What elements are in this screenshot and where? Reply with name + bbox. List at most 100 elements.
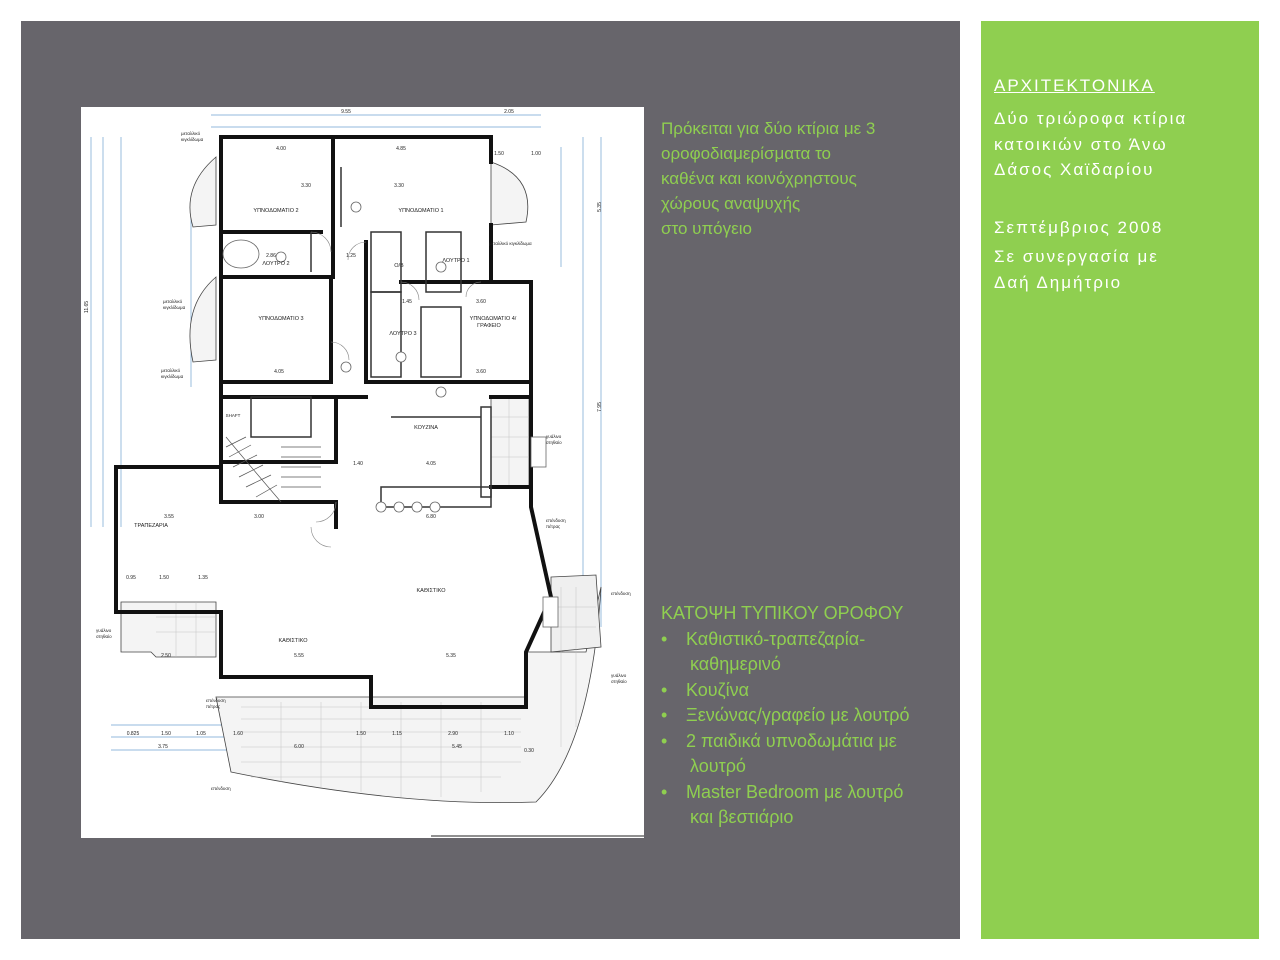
note-stone-cladding-3: επένδυση	[611, 590, 631, 596]
dim-405b: 4.05	[426, 461, 436, 467]
sidebar-line: Δύο τριώροφα κτίρια	[994, 109, 1188, 128]
dim-left-1165: 11.65	[84, 301, 90, 313]
dim-360b: 3.60	[476, 369, 486, 375]
dim-t375: 3.75	[158, 744, 168, 750]
room-label-dining: ΤΡΑΠΕΖΑΡΙΑ	[134, 523, 168, 529]
dim-b150: 1.50	[161, 731, 171, 737]
room-label-kitchen: ΚΟΥΖΙΝΑ	[414, 425, 438, 431]
room-label-bath-3: ΛΟΥΤΡΟ 3	[389, 331, 416, 337]
bullet-icon: •	[661, 705, 668, 725]
list-item-text: Κουζίνα	[686, 679, 749, 700]
note-metal-rail-4: μεταλλικό	[161, 367, 181, 373]
dim-right-535: 5.35	[597, 202, 603, 212]
note-stone-cladding-2: επένδυση	[206, 697, 226, 703]
sidebar-line: κατοικιών στο Άνω	[994, 134, 1168, 154]
dim-150b: 1.50	[159, 575, 169, 581]
dim-095: 0.95	[126, 575, 136, 581]
note-metal-rail-3: μεταλλικό	[163, 298, 183, 304]
dim-555: 5.55	[294, 653, 304, 659]
room-label-office: ΓΡΑΦΕΙΟ	[477, 323, 501, 329]
dim-355: 3.55	[164, 514, 174, 520]
room-label-bath-2: ΛΟΥΤΡΟ 2	[262, 261, 289, 267]
list-item: • Master Bedroom με λουτρό και βεστιάριο	[661, 780, 956, 831]
dim-135: 1.35	[198, 575, 208, 581]
intro-line: οροφοδιαμερίσματα το	[661, 144, 832, 163]
sidebar-collab-line: Σε συνεργασία με	[994, 247, 1159, 266]
bullet-icon: •	[661, 781, 668, 802]
dim-b0825: 0.825	[127, 731, 140, 737]
room-label-wc: Ο/Β	[394, 263, 404, 269]
intro-line: χώρους αναψυχής	[661, 194, 801, 213]
dim-405a: 4.05	[274, 369, 284, 375]
dim-535: 5.35	[446, 653, 456, 659]
intro-line: καθένα και κοινόχρηστους	[661, 169, 857, 188]
dim-b105: 1.05	[196, 731, 206, 737]
note-stone-cladding-1: επένδυση	[546, 517, 566, 523]
stairs	[225, 436, 321, 503]
list-item: • 2 παιδικά υπνοδωμάτια με λουτρό	[661, 729, 956, 780]
interior-walls	[250, 167, 492, 508]
terrace-hatch	[156, 397, 596, 797]
list-item-text: Master Bedroom με λουτρό	[686, 781, 904, 802]
intro-line: Πρόκειται για δύο κτίρια με 3	[661, 119, 876, 138]
list-item-text: 2 παιδικά υπνοδωμάτια με	[686, 730, 897, 751]
dim-250: 2.50	[161, 653, 171, 659]
room-label-bedroom-2: ΥΠΝΟΔΩΜΑΤΙΟ 2	[253, 208, 298, 214]
dim-400: 4.00	[276, 146, 286, 152]
sidebar-panel: ΑΡΧΙΤΕΚΤΟΝΙΚΑ Δύο τριώροφα κτίρια κατοικ…	[981, 21, 1259, 939]
note-glass-parapet-3b: στηθαίο	[611, 679, 627, 684]
dim-b110: 1.10	[504, 731, 514, 737]
room-label-bedroom-4: ΥΠΝΟΔΩΜΑΤΙΟ 4/	[470, 316, 517, 322]
list-item: • Κουζίνα	[661, 678, 956, 704]
bullet-icon: •	[661, 679, 668, 700]
list-item: • Ξενώνας/γραφείο με λουτρό	[661, 703, 956, 729]
floor-plan-drawing: ΥΠΝΟΔΩΜΑΤΙΟ 2 ΥΠΝΟΔΩΜΑΤΙΟ 1 ΥΠΝΟΔΩΜΑΤΙΟ …	[81, 107, 644, 838]
dim-300: 3.00	[254, 514, 264, 520]
dim-top-2: 2.05	[504, 109, 514, 115]
list-item-text-2: και βεστιάριο	[690, 807, 794, 827]
note-metal-rail-2: μεταλλικό κιγκλίδωμα	[489, 240, 532, 246]
bullet-icon: •	[661, 730, 668, 751]
room-label-bath-1: ΛΟΥΤΡΟ 1	[442, 258, 469, 264]
list-item-text-2: καθημερινό	[690, 654, 781, 674]
plan-heading: ΚΑΤΟΨΗ ΤΥΠΙΚΟΥ ΟΡΟΦΟΥ	[661, 603, 904, 623]
list-item-text-2: λουτρό	[690, 756, 746, 776]
note-glass-parapet-2: γυάλινο	[96, 627, 112, 633]
dim-330a: 3.30	[301, 183, 311, 189]
plan-description: ΚΑΤΟΨΗ ΤΥΠΙΚΟΥ ΟΡΟΦΟΥ • Καθιστικό-τραπεζ…	[661, 601, 956, 831]
list-item-text: Ξενώνας/γραφείο με λουτρό	[686, 705, 910, 725]
list-item-text: Καθιστικό-τραπεζαρία-	[686, 628, 866, 649]
dim-140: 1.40	[353, 461, 363, 467]
room-label-shaft: SHAFT	[226, 413, 241, 418]
note-metal-rail-1b: κιγκλίδωμα	[181, 137, 204, 142]
dim-360a: 3.60	[476, 299, 486, 305]
dim-top-1: 9.55	[341, 109, 351, 115]
note-stone-cladding-4: επένδυση	[211, 785, 231, 791]
door-swings	[310, 231, 482, 548]
note-glass-parapet-2b: στηθαίο	[96, 634, 112, 639]
dim-right-795: 7.95	[597, 402, 603, 412]
sidebar-collab-line: Δαή Δημήτριο	[994, 272, 1123, 292]
dim-485: 4.85	[396, 146, 406, 152]
sidebar-description: Δύο τριώροφα κτίρια κατοικιών στο Άνω Δά…	[994, 106, 1254, 295]
room-label-living-2: ΚΑΘΙΣΤΙΚΟ	[278, 638, 308, 644]
note-metal-rail-1: μεταλλικό	[181, 130, 201, 136]
dim-125: 1.25	[346, 253, 356, 259]
intro-line: στο υπόγειο	[661, 219, 752, 238]
sidebar-title: ΑΡΧΙΤΕΚΤΟΝΙΚΑ	[994, 76, 1155, 95]
note-glass-parapet-1b: στηθαίο	[546, 440, 562, 445]
dim-b290: 2.90	[448, 731, 458, 737]
dim-t030: 0.30	[524, 748, 534, 754]
note-metal-rail-4b: κιγκλίδωμα	[161, 374, 184, 379]
note-stone-cladding-1b: πέτρας	[546, 523, 561, 529]
plan-room-list: • Καθιστικό-τραπεζαρία- καθημερινό • Κου…	[661, 627, 956, 831]
note-metal-rail-3b: κιγκλίδωμα	[163, 305, 186, 310]
dim-t545: 5.45	[452, 744, 462, 750]
list-item: • Καθιστικό-τραπεζαρία- καθημερινό	[661, 627, 956, 678]
room-label-bedroom-1: ΥΠΝΟΔΩΜΑΤΙΟ 1	[398, 208, 443, 214]
dim-145: 1.45	[402, 299, 412, 305]
dim-286: 2.86	[266, 253, 276, 259]
note-stone-cladding-2b: πέτρας	[206, 703, 221, 709]
main-panel: ΥΠΝΟΔΩΜΑΤΙΟ 2 ΥΠΝΟΔΩΜΑΤΙΟ 1 ΥΠΝΟΔΩΜΑΤΙΟ …	[21, 21, 960, 939]
sidebar-date: Σεπτέμβριος 2008	[994, 217, 1164, 237]
